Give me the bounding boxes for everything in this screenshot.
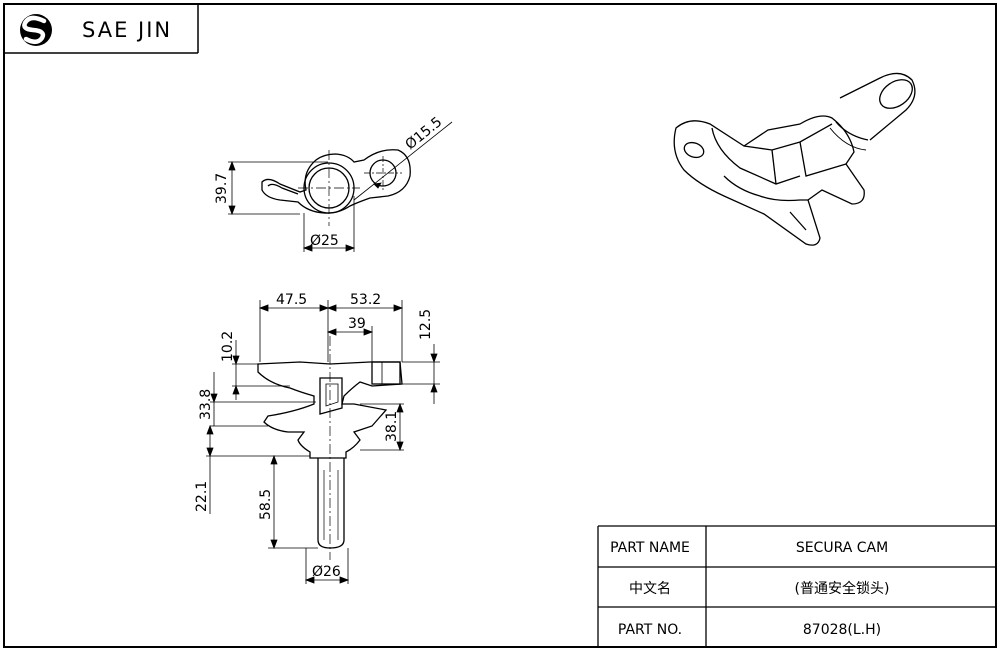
- dim-front-pin-height: 12.5: [418, 309, 434, 340]
- chinese-name-value: (普通安全锁头): [795, 580, 890, 597]
- brand-name: SAE JIN: [82, 18, 172, 42]
- dim-front-inner-width: 39: [348, 316, 366, 332]
- dim-top-hole-dia: Ø15.5: [402, 114, 445, 153]
- dim-shaft-length: 58.5: [258, 489, 274, 520]
- brand-logo-icon: [20, 14, 52, 46]
- dim-front-width-right: 53.2: [350, 292, 381, 308]
- chinese-name-label: 中文名: [629, 581, 671, 597]
- dim-shaft-offset: 22.1: [194, 481, 210, 512]
- dim-front-width-left: 47.5: [276, 292, 307, 308]
- dim-shaft-dia: Ø26: [312, 564, 341, 580]
- dim-front-top-flange: 10.2: [220, 331, 236, 362]
- part-name-value: SECURA CAM: [796, 540, 888, 556]
- top-view: [261, 149, 411, 226]
- part-name-label: PART NAME: [610, 540, 690, 556]
- front-view: [257, 336, 403, 560]
- title-block: [597, 525, 996, 647]
- part-no-value: 87028(L.H): [803, 622, 881, 638]
- part-no-label: PART NO.: [618, 622, 682, 638]
- title-block-text: PART NAME SECURA CAM 中文名 (普通安全锁头) PART N…: [610, 540, 889, 638]
- dim-front-mid-height: 33.8: [198, 389, 214, 420]
- dim-top-body-dia: Ø25: [310, 233, 339, 249]
- brand-block: SAE JIN: [4, 4, 199, 54]
- top-view-dimensions: [228, 121, 453, 252]
- dim-front-right-height: 38.1: [384, 411, 400, 442]
- sheet-border: [3, 3, 997, 648]
- isometric-view: [673, 72, 916, 246]
- front-view-dimensions: [206, 300, 440, 584]
- dim-top-height: 39.7: [214, 173, 230, 204]
